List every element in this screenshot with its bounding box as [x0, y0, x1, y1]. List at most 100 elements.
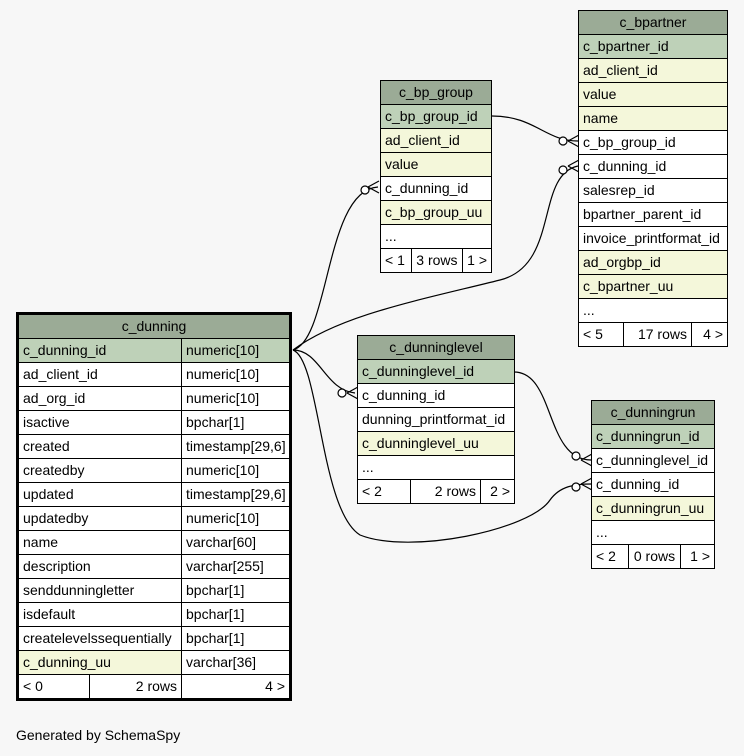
optional-marker [558, 165, 568, 175]
column-name[interactable]: c_dunninglevel_id [362, 363, 475, 379]
table-title[interactable]: c_dunningrun [592, 401, 714, 425]
column-name[interactable]: c_bp_group_id [583, 134, 676, 150]
column-type: timestamp[29,6] [181, 483, 289, 506]
table-footer: < 5 17 rows 4 > [579, 323, 727, 346]
column-type: numeric[10] [181, 459, 289, 482]
optional-marker [360, 185, 370, 195]
table-c-bpartner[interactable]: c_bpartner c_bpartner_id ad_client_id va… [578, 10, 728, 347]
column-name: ... [385, 228, 397, 244]
optional-marker [337, 388, 347, 398]
row-count: 17 rows [623, 323, 691, 346]
column-name[interactable]: createlevelssequentially [23, 630, 172, 646]
column-name: ... [362, 459, 374, 475]
crowfoot [346, 392, 359, 400]
column-name[interactable]: name [23, 534, 59, 550]
children-link[interactable]: 4 > [691, 323, 727, 346]
parents-link[interactable]: < 5 [583, 326, 603, 342]
column-type: bpchar[1] [181, 411, 289, 434]
column-type: bpchar[1] [181, 603, 289, 626]
column-name[interactable]: c_dunning_id [385, 180, 469, 196]
column-name[interactable]: ad_orgbp_id [583, 254, 661, 270]
table-title[interactable]: c_bp_group [381, 81, 491, 105]
column-type: timestamp[29,6] [181, 435, 289, 458]
column-name[interactable]: value [583, 86, 617, 102]
parents-link[interactable]: < 2 [362, 483, 382, 499]
column-name[interactable]: c_dunninglevel_uu [362, 435, 479, 451]
row-count: 2 rows [89, 675, 181, 698]
column-type: numeric[10] [181, 339, 289, 362]
table-c-bp-group[interactable]: c_bp_group c_bp_group_id ad_client_id va… [380, 80, 492, 273]
children-link[interactable]: 1 > [680, 545, 714, 568]
optional-marker [571, 482, 581, 492]
generated-by-caption: Generated by SchemaSpy [16, 727, 181, 743]
edge-dunninglevel-to-dunning [292, 349, 356, 394]
column-name: ... [583, 302, 595, 318]
parents-link[interactable]: < 0 [23, 678, 43, 694]
table-title[interactable]: c_bpartner [579, 11, 727, 35]
column-name[interactable]: createdby [23, 462, 85, 478]
table-c-dunningrun[interactable]: c_dunningrun c_dunningrun_id c_dunningle… [591, 400, 715, 569]
parents-link[interactable]: < 1 [385, 252, 405, 268]
column-name[interactable]: name [583, 110, 619, 126]
column-name[interactable]: c_bpartner_id [583, 38, 669, 54]
column-name[interactable]: c_dunning_id [362, 387, 446, 403]
column-name[interactable]: description [23, 558, 91, 574]
column-type: varchar[60] [181, 531, 289, 554]
table-title[interactable]: c_dunning [19, 315, 289, 339]
column-type: numeric[10] [181, 363, 289, 386]
edge-bpartner-to-bp-group [491, 115, 579, 142]
table-footer: < 1 3 rows 1 > [381, 249, 491, 272]
column-name[interactable]: dunning_printformat_id [362, 411, 506, 427]
crowfoot [567, 134, 580, 142]
table-c-dunninglevel[interactable]: c_dunninglevel c_dunninglevel_id c_dunni… [357, 335, 515, 504]
crowfoot [567, 140, 580, 148]
column-name[interactable]: invoice_printformat_id [583, 230, 720, 246]
edge-bp-group-to-dunning [292, 186, 379, 351]
crowfoot [580, 483, 593, 491]
children-link[interactable]: 1 > [462, 249, 491, 272]
column-name[interactable]: ad_client_id [583, 62, 658, 78]
children-link[interactable]: 2 > [480, 480, 514, 503]
column-type: varchar[255] [181, 555, 289, 578]
column-name[interactable]: updatedby [23, 510, 89, 526]
column-name[interactable]: ad_client_id [23, 366, 98, 382]
column-name[interactable]: c_dunning_id [23, 342, 107, 358]
crowfoot [367, 186, 380, 194]
edge-bpartner-to-dunning [292, 165, 579, 351]
crowfoot [346, 386, 359, 394]
column-name[interactable]: bpartner_parent_id [583, 206, 702, 222]
table-c-dunning[interactable]: c_dunning c_dunning_id numeric[10] ad_cli… [16, 312, 292, 701]
column-type: bpchar[1] [181, 627, 289, 650]
column-name[interactable]: ad_org_id [23, 390, 86, 406]
column-name[interactable]: c_dunningrun_id [596, 428, 700, 444]
edge-dunningrun-to-dunninglevel [513, 371, 592, 461]
optional-marker [571, 451, 581, 461]
parents-link[interactable]: < 2 [596, 548, 616, 564]
table-title[interactable]: c_dunninglevel [358, 336, 514, 360]
column-name[interactable]: value [385, 156, 419, 172]
column-name[interactable]: isdefault [23, 606, 76, 622]
table-footer: < 0 2 rows 4 > [19, 675, 289, 698]
column-name[interactable]: c_dunning_id [583, 158, 667, 174]
column-name[interactable]: updated [23, 486, 74, 502]
column-name[interactable]: created [23, 438, 70, 454]
row-count: 3 rows [410, 249, 462, 272]
column-name[interactable]: c_dunning_uu [23, 654, 111, 670]
column-name[interactable]: c_dunning_id [596, 476, 680, 492]
column-name[interactable]: c_bpartner_uu [583, 278, 674, 294]
column-name[interactable]: c_bp_group_uu [385, 204, 483, 220]
optional-marker [558, 136, 568, 146]
column-name[interactable]: ad_client_id [385, 132, 460, 148]
column-name[interactable]: c_dunninglevel_id [596, 452, 709, 468]
column-name[interactable]: salesrep_id [583, 182, 655, 198]
children-link[interactable]: 4 > [181, 675, 289, 698]
column-name[interactable]: c_dunningrun_uu [596, 500, 705, 516]
row-count: 0 rows [628, 545, 680, 568]
column-name[interactable]: isactive [23, 414, 70, 430]
column-name: ... [596, 524, 608, 540]
column-name[interactable]: c_bp_group_id [385, 108, 478, 124]
column-type: numeric[10] [181, 387, 289, 410]
column-name[interactable]: senddunningletter [23, 582, 135, 598]
row-count: 2 rows [410, 480, 480, 503]
